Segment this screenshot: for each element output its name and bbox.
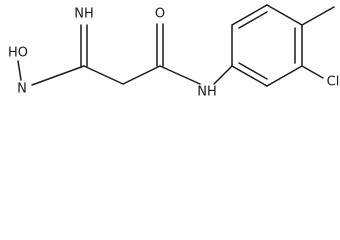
bond-carbonyl-amide-n <box>159 65 201 85</box>
atom-label-carbonyl-o: O <box>155 7 165 22</box>
ring-bond-5 <box>266 65 303 87</box>
ring-inner-bond-1 <box>238 11 268 29</box>
bond-c-ch2 <box>83 65 124 85</box>
atom-label-hydroxy: HO <box>8 46 28 61</box>
bond-o-n <box>17 60 22 81</box>
bond-n-c-amidine <box>31 65 85 86</box>
ring-bond-6 <box>231 65 268 87</box>
atom-label-chloro: Cl <box>327 75 340 90</box>
atom-label-imine: NH <box>74 7 94 22</box>
bond-amide-n-ring <box>213 65 233 85</box>
atom-label-amino: N <box>17 82 27 97</box>
ring-bond-2 <box>231 4 268 26</box>
ring-bond-3 <box>266 4 303 26</box>
bond-ch2-carbonyl <box>122 65 161 85</box>
ring-inner-bond-3 <box>238 62 268 80</box>
atom-label-amide-nh: NH <box>197 85 217 100</box>
bond-methyl <box>301 6 335 26</box>
chemical-structure: NH HO N NH O Cl <box>8 4 340 100</box>
bond-chloro <box>301 65 324 79</box>
